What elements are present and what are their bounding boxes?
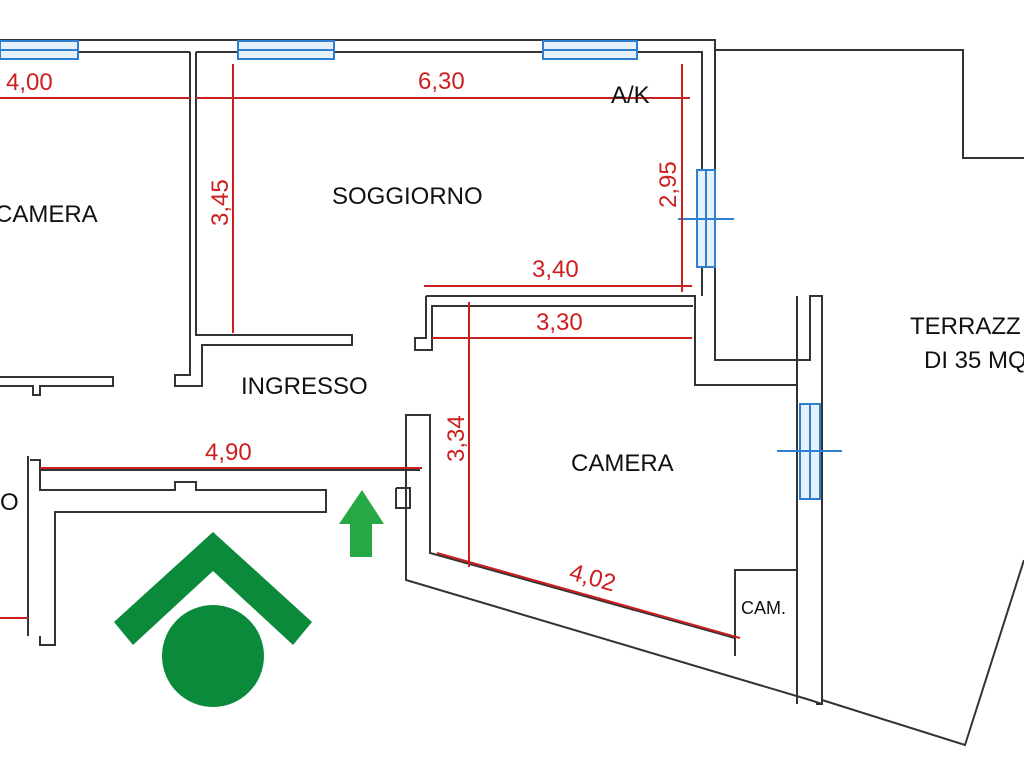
entrance-arrow-icon: [339, 490, 384, 557]
windows: [0, 40, 842, 500]
dimension-lines: [0, 64, 741, 639]
dim-ak-width: 3,40: [532, 256, 579, 283]
room-camera-left: CAMERA: [0, 201, 98, 228]
walls: [0, 39, 1024, 747]
room-terrace-line1: TERRAZZ: [910, 313, 1021, 340]
dim-ingresso-length: 4,90: [205, 439, 252, 466]
room-left-partial: O: [0, 489, 19, 516]
room-ak: A/K: [611, 82, 650, 109]
house-logo-icon: [114, 532, 312, 707]
dim-soggiorno-depth: 3,45: [207, 179, 234, 226]
room-cam-box: CAM.: [741, 598, 786, 618]
room-camera-right: CAMERA: [571, 450, 674, 477]
dim-camera-right-width: 3,30: [536, 309, 583, 336]
room-soggiorno: SOGGIORNO: [332, 183, 483, 210]
dim-ak-depth: 2,95: [655, 161, 682, 208]
room-ingresso: INGRESSO: [241, 373, 368, 400]
dim-camera-left-width: 4,00: [6, 69, 53, 96]
dim-camera-right-depth: 3,34: [443, 415, 470, 462]
room-labels: CAMERA SOGGIORNO A/K INGRESSO CAMERA CAM…: [0, 82, 1024, 618]
dim-soggiorno-width: 6,30: [418, 68, 465, 95]
room-terrace-line2: DI 35 MQ: [924, 347, 1024, 374]
